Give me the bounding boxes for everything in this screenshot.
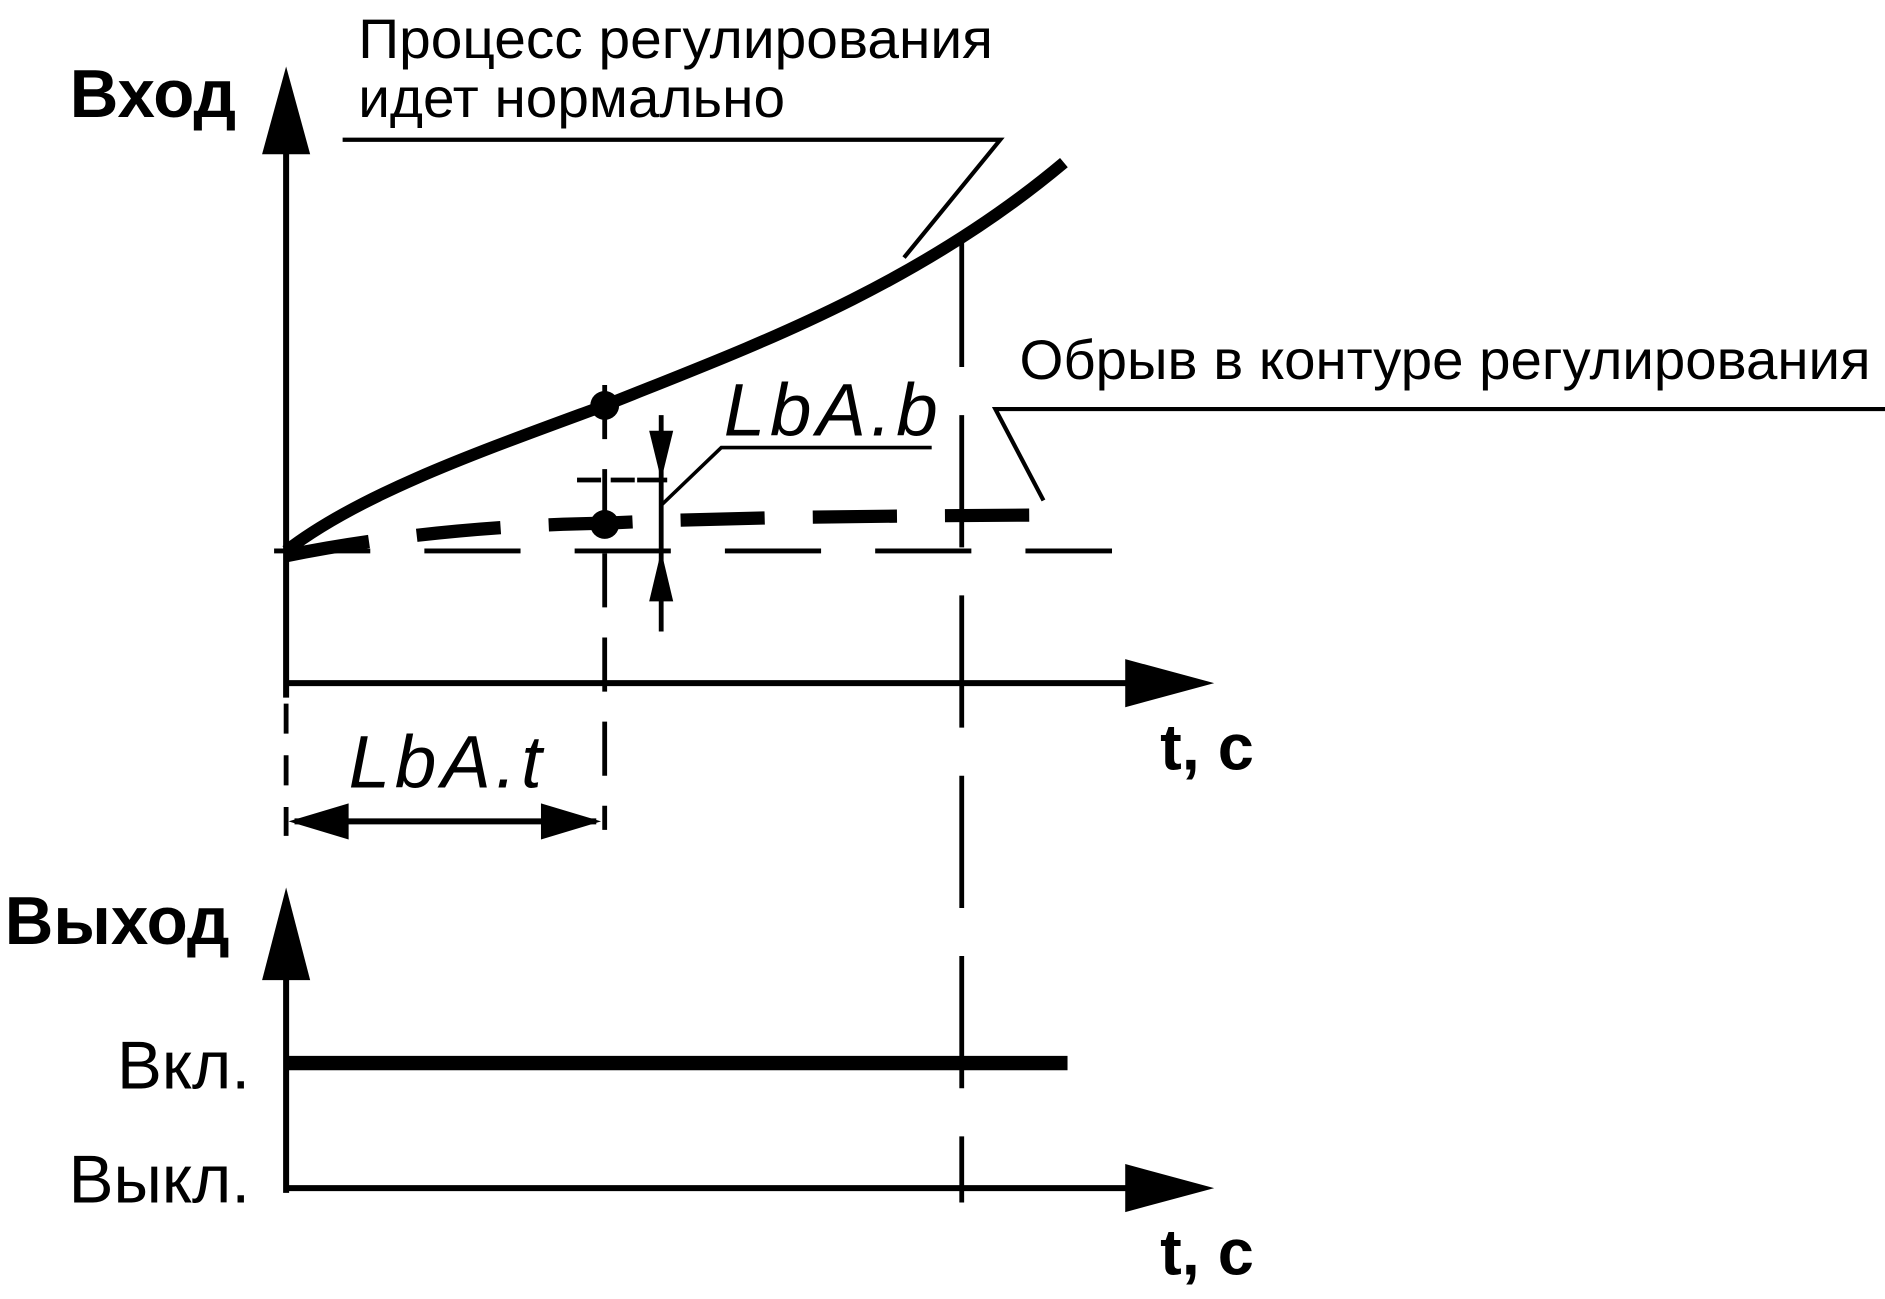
annotation-normal-line2: идет нормально <box>358 67 785 129</box>
annotation-break: Обрыв в контуре регулирования <box>1019 329 1870 391</box>
point-break <box>590 510 620 539</box>
input-y-axis-arrow-icon <box>262 66 311 155</box>
output-y-axis-arrow-icon <box>262 887 311 981</box>
output-x-axis-arrow-icon <box>1125 1164 1215 1213</box>
output-level-off-label: Выкл. <box>69 1142 250 1217</box>
lbab-label: LbA.b <box>724 369 943 452</box>
output-y-axis-label: Выход <box>5 884 230 959</box>
input-chart: Вход t, с LbA.b LbA.t <box>70 8 1885 1203</box>
annotation-break-leader <box>991 406 1885 502</box>
lbat-arrow-left-icon <box>288 803 349 840</box>
input-x-axis-label: t, с <box>1160 711 1254 784</box>
lbab-leader-line <box>659 445 932 507</box>
input-x-axis-arrow-icon <box>1125 659 1215 708</box>
lbat-arrow-right-icon <box>540 803 602 840</box>
output-level-on-label: Вкл. <box>117 1028 250 1103</box>
output-x-axis-label: t, с <box>1160 1216 1254 1289</box>
lbab-arrow-up-icon <box>649 550 674 602</box>
input-y-axis-label: Вход <box>70 57 236 132</box>
output-chart: Выход t, с Вкл. Выкл. <box>5 884 1254 1289</box>
annotation-normal-leader <box>342 137 1005 259</box>
normal-process-curve <box>282 158 1068 556</box>
lbat-label: LbA.t <box>349 721 547 804</box>
loop-break-curve <box>284 508 1070 563</box>
lbab-arrow-down-icon <box>649 430 674 480</box>
annotation-normal-line1: Процесс регулирования <box>358 8 993 70</box>
